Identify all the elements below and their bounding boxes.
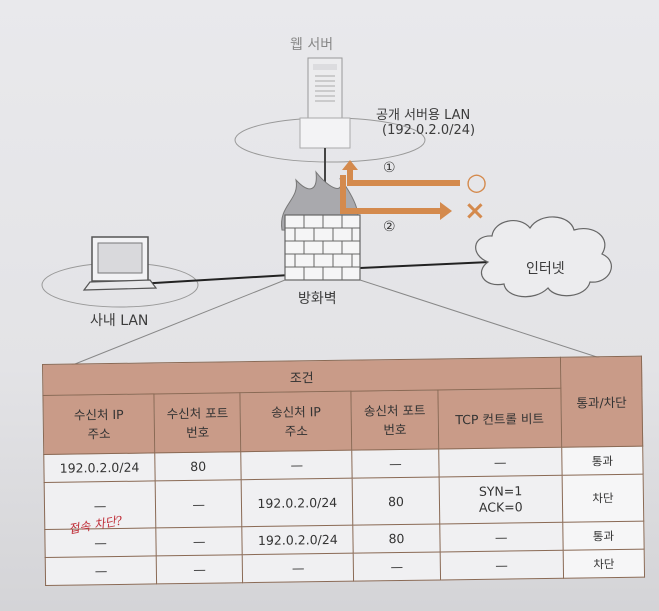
verdict-header: 통과/차단 [560,356,643,448]
table-cell: 80 [352,476,440,526]
table-cell: 80 [154,451,242,481]
table-cell: — [45,555,157,586]
web-server-icon [299,57,351,149]
table-cell: — [439,550,564,580]
arrow-route-1 [342,160,460,186]
blocked-mark-icon: × [464,196,486,226]
pc-icon [82,236,158,291]
public-lan-label: 공개 서버용 LAN [376,108,471,123]
table-cell: — [155,479,243,528]
route-1-marker: ① [383,160,396,176]
verdict-cell: 차단 [562,474,644,523]
table-cell: — [44,527,157,558]
firewall-icon [281,170,361,281]
column-header: TCP 컨트롤 비트 [437,388,562,449]
table-cell: — [353,551,441,582]
verdict-cell: 통과 [561,446,644,476]
table-cell: 80 [353,523,440,554]
table-cell: SYN=1 ACK=0 [438,475,563,524]
internet-label: 인터넷 [526,261,565,277]
table-cell: — [156,526,243,556]
table-cell: — [439,522,564,552]
verdict-cell: 차단 [563,549,645,579]
arrow-route-2 [340,175,452,220]
table-cell: 192.0.2.0/24 [241,478,354,527]
table-cell: — [156,554,243,584]
public-lan-subnet: (192.0.2.0/24) [382,123,476,138]
table-cell: — [241,450,353,480]
internet-cloud [475,216,612,298]
table-cell: — [438,447,563,477]
table-cell: — [352,448,439,479]
table-cell: 192.0.2.0/24 [242,525,354,555]
verdict-cell: 통과 [562,521,645,551]
firewall-label: 방화벽 [298,291,337,307]
route-2-marker: ② [383,219,396,235]
internal-lan-label: 사내 LAN [90,313,149,329]
table-row: — — 192.0.2.0/24 80 SYN=1 ACK=0 차단 [44,474,644,530]
table-cell: 192.0.2.0/24 [43,452,156,483]
table-cell: — [242,553,355,583]
web-server-label: 웹 서버 [290,37,334,53]
allowed-mark-icon: ○ [466,168,487,196]
